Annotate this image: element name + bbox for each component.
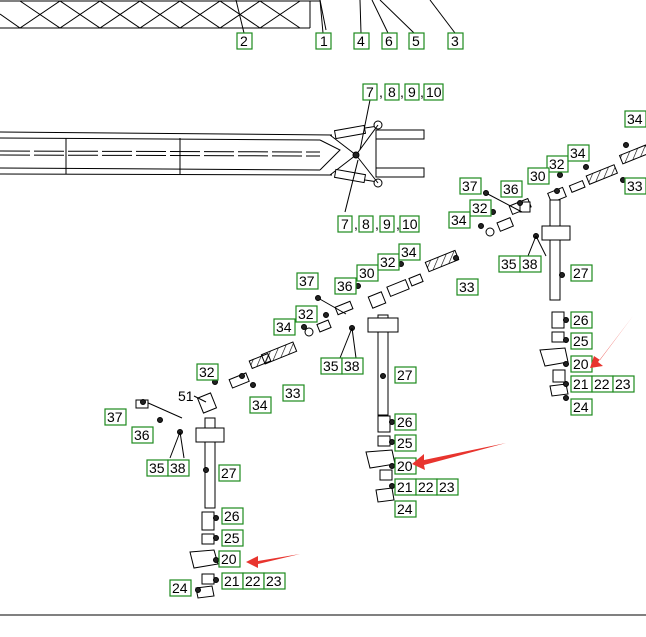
callout-51: 51 xyxy=(178,388,194,404)
svg-text:26: 26 xyxy=(224,508,240,524)
svg-text:20: 20 xyxy=(397,458,413,474)
svg-text:24: 24 xyxy=(397,501,413,517)
svg-text:,: , xyxy=(354,216,358,232)
label-3: 3 xyxy=(447,32,464,50)
svg-text:3: 3 xyxy=(451,33,459,49)
svg-text:34: 34 xyxy=(570,145,586,161)
lower-left-assembly xyxy=(135,341,298,599)
red-arrow-upper-right xyxy=(590,316,633,368)
svg-text:35: 35 xyxy=(149,460,165,476)
top-labels: 2 1 4 6 5 3 xyxy=(236,32,464,50)
upper-right-assembly xyxy=(478,142,646,401)
svg-text:21: 21 xyxy=(224,573,240,589)
svg-text:27: 27 xyxy=(397,367,413,383)
lower-left-labels: 32 34 33 37 36 35 38 27 26 25 20 21 22 2… xyxy=(104,363,305,597)
svg-text:30: 30 xyxy=(530,168,546,184)
svg-text:20: 20 xyxy=(221,551,237,567)
svg-text:37: 37 xyxy=(462,178,478,194)
svg-text:27: 27 xyxy=(573,265,589,281)
svg-text:21: 21 xyxy=(573,376,589,392)
svg-text:36: 36 xyxy=(503,181,519,197)
svg-text:9: 9 xyxy=(383,216,391,232)
svg-text:,: , xyxy=(379,84,383,100)
label-5: 5 xyxy=(408,32,425,50)
svg-text:38: 38 xyxy=(170,460,186,476)
svg-text:7: 7 xyxy=(341,216,349,232)
middle-assembly xyxy=(301,249,460,503)
svg-text:2: 2 xyxy=(240,33,248,49)
svg-text:,: , xyxy=(396,216,400,232)
cylinder-bottom-labels: 7 , 8 , 9 , 10 xyxy=(337,215,420,233)
svg-text:25: 25 xyxy=(397,435,413,451)
svg-text:9: 9 xyxy=(408,84,416,100)
svg-text:22: 22 xyxy=(418,479,434,495)
svg-text:32: 32 xyxy=(298,306,314,322)
svg-text:25: 25 xyxy=(573,333,589,349)
label-2: 2 xyxy=(236,32,253,50)
svg-text:27: 27 xyxy=(221,465,237,481)
svg-text:34: 34 xyxy=(252,397,268,413)
svg-text:33: 33 xyxy=(459,279,475,295)
label-1: 1 xyxy=(315,32,332,50)
svg-text:5: 5 xyxy=(412,33,420,49)
svg-text:24: 24 xyxy=(172,580,188,596)
label-4: 4 xyxy=(353,32,370,50)
top-truss-frame xyxy=(0,0,456,34)
svg-text:20: 20 xyxy=(573,356,589,372)
svg-text:4: 4 xyxy=(357,33,365,49)
svg-text:22: 22 xyxy=(245,573,261,589)
svg-text:34: 34 xyxy=(401,244,417,260)
svg-text:36: 36 xyxy=(337,278,353,294)
red-arrow-lower-left xyxy=(246,554,300,568)
svg-text:26: 26 xyxy=(573,312,589,328)
upper-right-labels: 34 32 34 30 33 37 36 32 34 35 38 27 26 2… xyxy=(448,110,646,416)
svg-text:23: 23 xyxy=(615,376,631,392)
svg-text:23: 23 xyxy=(266,573,282,589)
svg-text:,: , xyxy=(420,84,424,100)
svg-text:35: 35 xyxy=(501,256,517,272)
svg-text:32: 32 xyxy=(472,200,488,216)
label-6: 6 xyxy=(381,32,398,50)
svg-text:24: 24 xyxy=(573,399,589,415)
svg-text:22: 22 xyxy=(594,376,610,392)
svg-text:33: 33 xyxy=(285,385,301,401)
svg-text:34: 34 xyxy=(276,319,292,335)
svg-text:38: 38 xyxy=(344,358,360,374)
svg-text:10: 10 xyxy=(402,216,418,232)
svg-text:7: 7 xyxy=(366,84,374,100)
svg-text:32: 32 xyxy=(380,254,396,270)
svg-text:8: 8 xyxy=(388,84,396,100)
cylinder-top-labels: 7 , 8 , 9 , 10 xyxy=(362,83,444,101)
svg-text:34: 34 xyxy=(627,111,643,127)
svg-text:32: 32 xyxy=(199,364,215,380)
svg-text:35: 35 xyxy=(323,358,339,374)
middle-labels: 37 36 30 32 34 33 34 32 35 38 27 26 25 2… xyxy=(273,243,479,518)
svg-text:37: 37 xyxy=(107,409,123,425)
svg-text:21: 21 xyxy=(397,479,413,495)
svg-text:8: 8 xyxy=(362,216,370,232)
boom-arm xyxy=(0,99,425,213)
svg-text:36: 36 xyxy=(134,427,150,443)
svg-text:,: , xyxy=(375,216,379,232)
svg-text:33: 33 xyxy=(627,178,643,194)
svg-text:6: 6 xyxy=(385,33,393,49)
svg-text:34: 34 xyxy=(451,212,467,228)
svg-text:23: 23 xyxy=(439,479,455,495)
svg-text:1: 1 xyxy=(320,33,328,49)
svg-text:38: 38 xyxy=(522,256,538,272)
svg-text:37: 37 xyxy=(299,273,315,289)
svg-text:10: 10 xyxy=(426,84,442,100)
svg-text:26: 26 xyxy=(397,414,413,430)
red-arrow-middle xyxy=(412,443,506,470)
svg-text:,: , xyxy=(400,84,404,100)
svg-text:25: 25 xyxy=(224,530,240,546)
svg-text:32: 32 xyxy=(549,156,565,172)
svg-text:30: 30 xyxy=(359,265,375,281)
